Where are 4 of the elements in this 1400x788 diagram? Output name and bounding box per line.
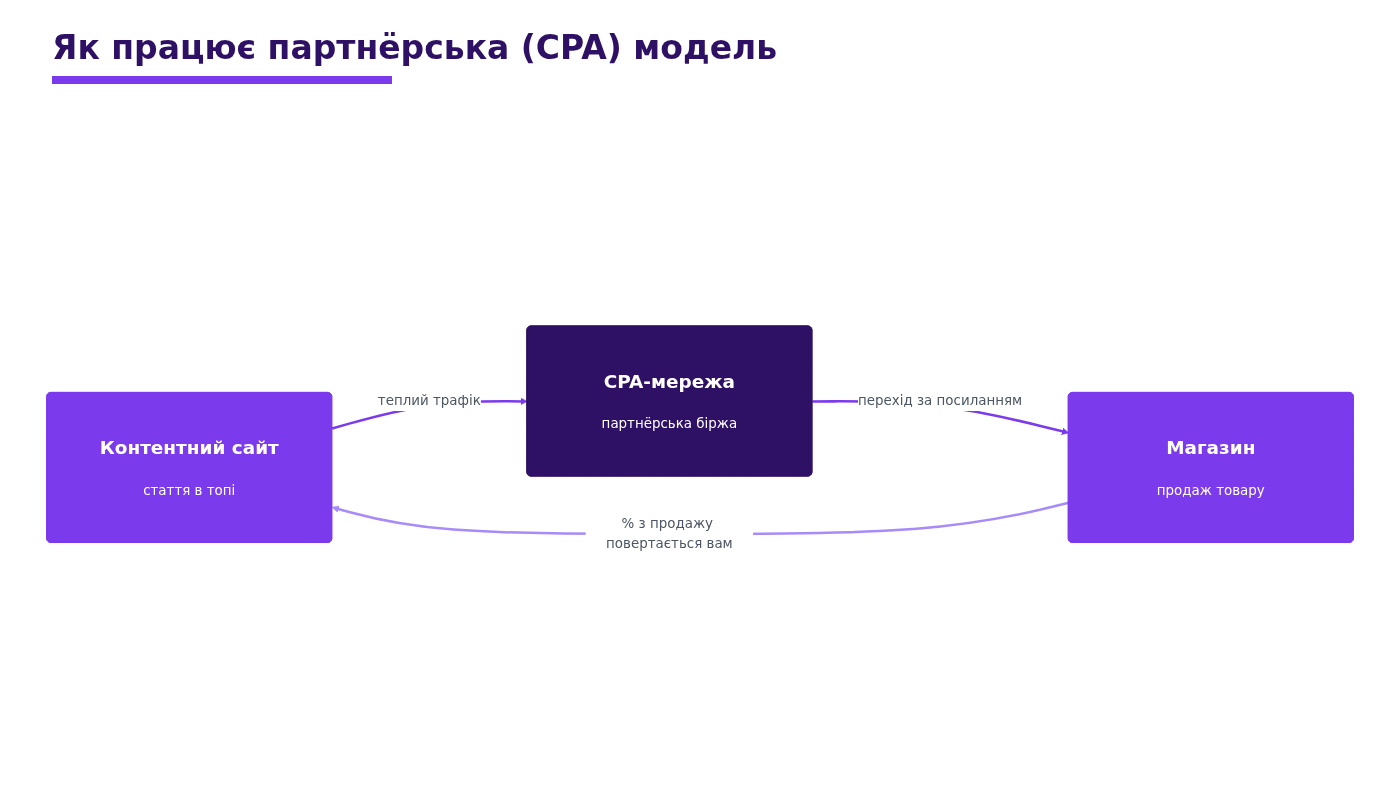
edge-label: перехід за посиланням	[857, 392, 1023, 409]
edge-label: % з продажу повертається вам	[606, 515, 733, 552]
edge-label: теплий трафік	[377, 392, 481, 409]
title: Як працює партнёрська (CPA) модель	[52, 28, 778, 68]
